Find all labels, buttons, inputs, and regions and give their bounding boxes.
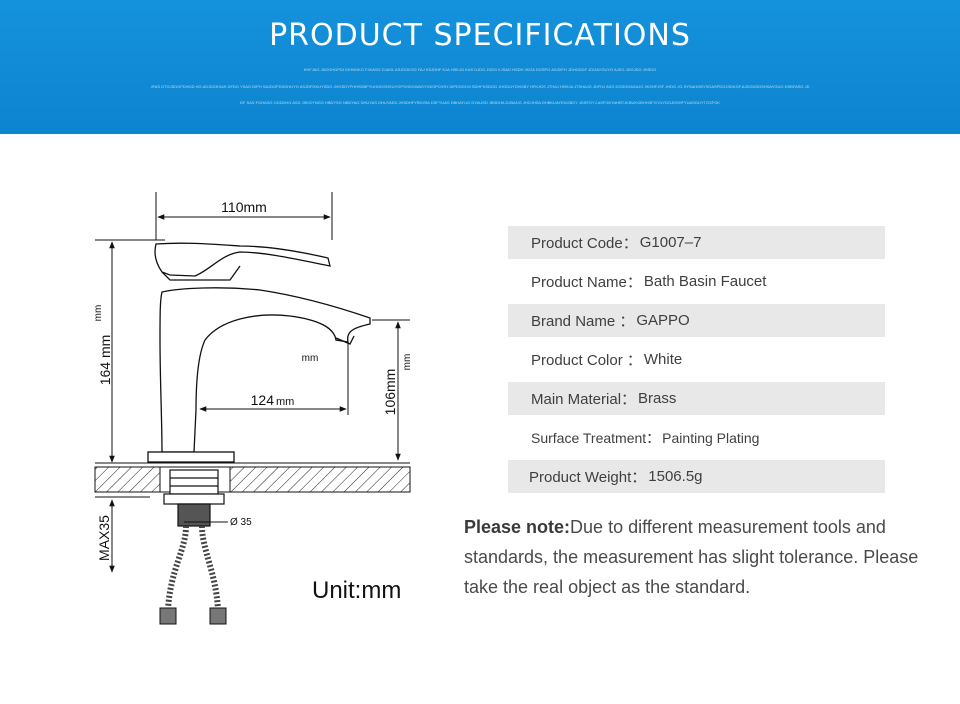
spec-value: 1506.5g xyxy=(648,468,703,485)
dim-reach-unit: mm xyxy=(276,396,294,408)
dimension-height-spout: 106mm mm xyxy=(372,319,413,461)
spec-value: Brass xyxy=(638,390,677,407)
spec-label: Product Code： xyxy=(531,235,638,252)
dim-spout-unit: mm xyxy=(302,353,319,364)
dimension-reach: 124 mm xyxy=(199,342,349,415)
dim-mount-max-text: MAX35 xyxy=(96,515,112,561)
dim-height-spout-text: 106mm xyxy=(382,369,398,416)
dim-hole-diameter: Ø 35 xyxy=(230,517,252,528)
spec-label: Product Color ： xyxy=(531,352,642,369)
faucet-technical-drawing: 110mm 164 mm mm mm 106mm mm xyxy=(90,180,430,630)
spec-row-product-code: Product Code： G1007–7 xyxy=(508,226,885,259)
spec-label: Product Weight： xyxy=(529,469,647,486)
spec-value: Bath Basin Faucet xyxy=(643,273,767,290)
banner-fine-text-1: KHFJAG JKDGHGPDI IGHNGKG FJKASG DJASL AS… xyxy=(303,67,657,72)
spec-row-brand-name: Brand Name ： GAPPO xyxy=(508,304,885,337)
mounting-shank xyxy=(163,469,225,527)
flexible-hoses xyxy=(165,525,221,611)
header-banner: PRODUCT SPECIFICATIONS KHFJAG JKDGHGPDI … xyxy=(0,0,960,134)
spec-value: GAPPO xyxy=(636,312,690,329)
spec-label: Product Name： xyxy=(531,274,642,291)
note-text: Due to different measurement tools and s… xyxy=(464,517,919,597)
spec-row-surface-treatment: Surface Treatment： Painting Plating xyxy=(508,421,885,454)
banner-fine-text-2: JFAS DTGJSDGFDHGD HG ASJDGKSAS DFDG YSAG… xyxy=(150,84,810,89)
dim-height-spout-unit: mm xyxy=(402,354,413,371)
spec-label: Brand Name ： xyxy=(531,313,635,330)
dim-reach-value: 124 xyxy=(251,392,275,408)
spec-value: G1007–7 xyxy=(639,234,702,251)
spec-row-product-color: Product Color ： White xyxy=(508,343,885,376)
dimension-mount-max: MAX35 xyxy=(96,499,115,573)
spec-label: Surface Treatment： xyxy=(531,429,661,446)
faucet-drawing-svg: 110mm 164 mm mm mm 106mm mm xyxy=(93,192,413,625)
page-title: PRODUCT SPECIFICATIONS xyxy=(269,18,691,53)
banner-fine-text-3: DF SAS FGHASG GDDDHG ASD JSKGYNGG HBDYSG… xyxy=(240,100,720,105)
dim-width-top-text: 110mm xyxy=(221,199,267,215)
spec-row-main-material: Main Material： Brass xyxy=(508,382,885,415)
tolerance-note: Please note:Due to different measurement… xyxy=(464,512,934,602)
dimension-height-total: 164 mm mm xyxy=(93,239,165,463)
spec-row-product-weight: Product Weight： 1506.5g xyxy=(508,460,885,493)
dim-height-total-unit: mm xyxy=(93,305,104,322)
dim-height-total-text: 164 mm xyxy=(97,335,113,386)
spec-value: White xyxy=(643,351,683,368)
dimension-width-top: 110mm xyxy=(155,192,333,240)
hose-nuts xyxy=(159,607,227,625)
spec-label: Main Material： xyxy=(531,391,637,408)
counter-surface xyxy=(94,462,411,498)
spec-table: Product Code： G1007–7 Product Name： Bath… xyxy=(508,226,885,499)
note-label: Please note: xyxy=(464,517,571,537)
spec-row-product-name: Product Name： Bath Basin Faucet xyxy=(508,265,885,298)
spec-value: Painting Plating xyxy=(662,429,760,446)
faucet-body xyxy=(147,242,371,463)
unit-label: Unit:mm xyxy=(312,577,402,604)
